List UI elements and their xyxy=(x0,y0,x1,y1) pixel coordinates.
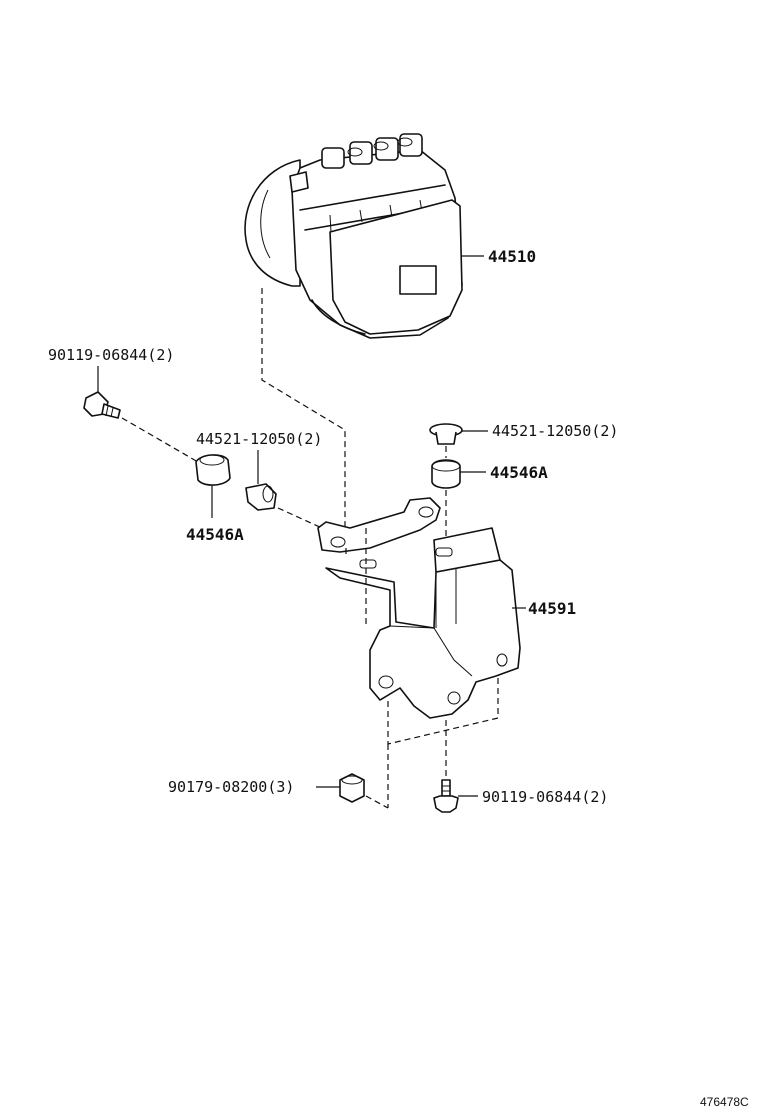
grommet-left-callout: 44546A xyxy=(186,525,244,544)
collar-left-callout: 44521-12050(2) xyxy=(196,430,322,448)
collar-right-drawing[interactable] xyxy=(429,423,463,445)
abs-actuator-drawing[interactable] xyxy=(244,133,463,339)
actuator-callout: 44510 xyxy=(488,247,536,266)
bolt-left-drawing[interactable] xyxy=(83,391,121,419)
collar-left-drawing[interactable] xyxy=(245,483,277,511)
bolt-left-callout: 90119-06844(2) xyxy=(48,346,174,364)
bolt-bottom-drawing[interactable] xyxy=(433,779,459,813)
bolt-bottom-callout: 90119-06844(2) xyxy=(482,788,608,806)
grommet-left-drawing[interactable] xyxy=(195,454,231,486)
bracket-callout: 44591 xyxy=(528,599,576,618)
bracket-drawing[interactable] xyxy=(317,497,521,719)
collar-right-callout: 44521-12050(2) xyxy=(492,422,618,440)
grommet-right-callout: 44546A xyxy=(490,463,548,482)
illustration-code: 476478C xyxy=(700,1095,749,1109)
nut-callout: 90179-08200(3) xyxy=(168,778,294,796)
nut-drawing[interactable] xyxy=(339,773,365,803)
grommet-right-drawing[interactable] xyxy=(431,459,461,489)
